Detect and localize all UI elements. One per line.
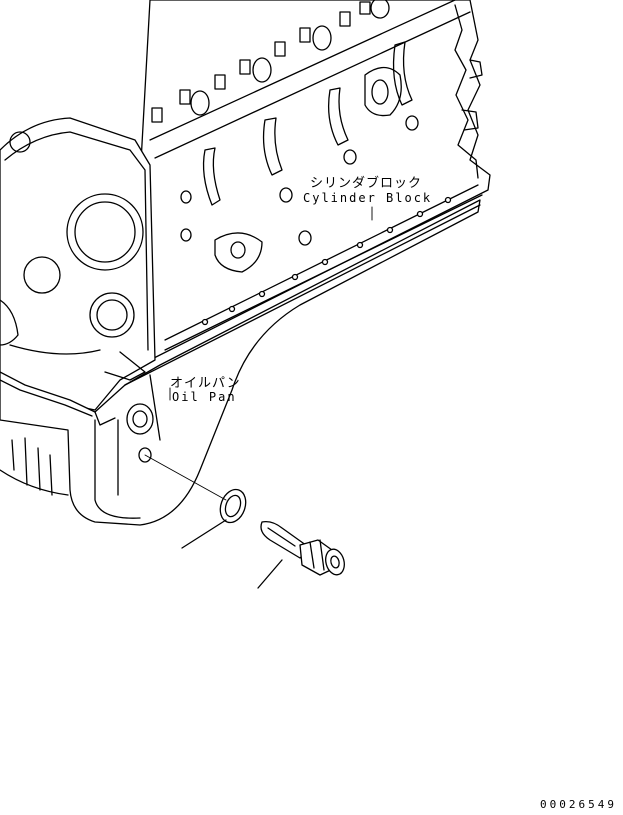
cylinder-block-label-en: Cylinder Block — [303, 191, 433, 205]
drain-washer — [182, 486, 250, 548]
oil-pan-label-en: Oil Pan — [172, 390, 237, 404]
flange-bolt-holes — [203, 198, 451, 325]
cylinder-block-label-jp: シリンダブロック — [310, 176, 423, 191]
pan-ribs — [12, 438, 52, 495]
oil-pan — [0, 200, 480, 525]
front-gear-case — [0, 118, 155, 410]
document-number: 00026549 — [540, 798, 617, 811]
block-ribs — [204, 42, 412, 205]
oil-pan-label-jp: オイルパン — [170, 376, 241, 391]
leader-lines — [145, 207, 372, 500]
head-bolts — [152, 0, 389, 122]
drain-plug — [258, 522, 347, 588]
cylinder-block — [140, 0, 490, 360]
